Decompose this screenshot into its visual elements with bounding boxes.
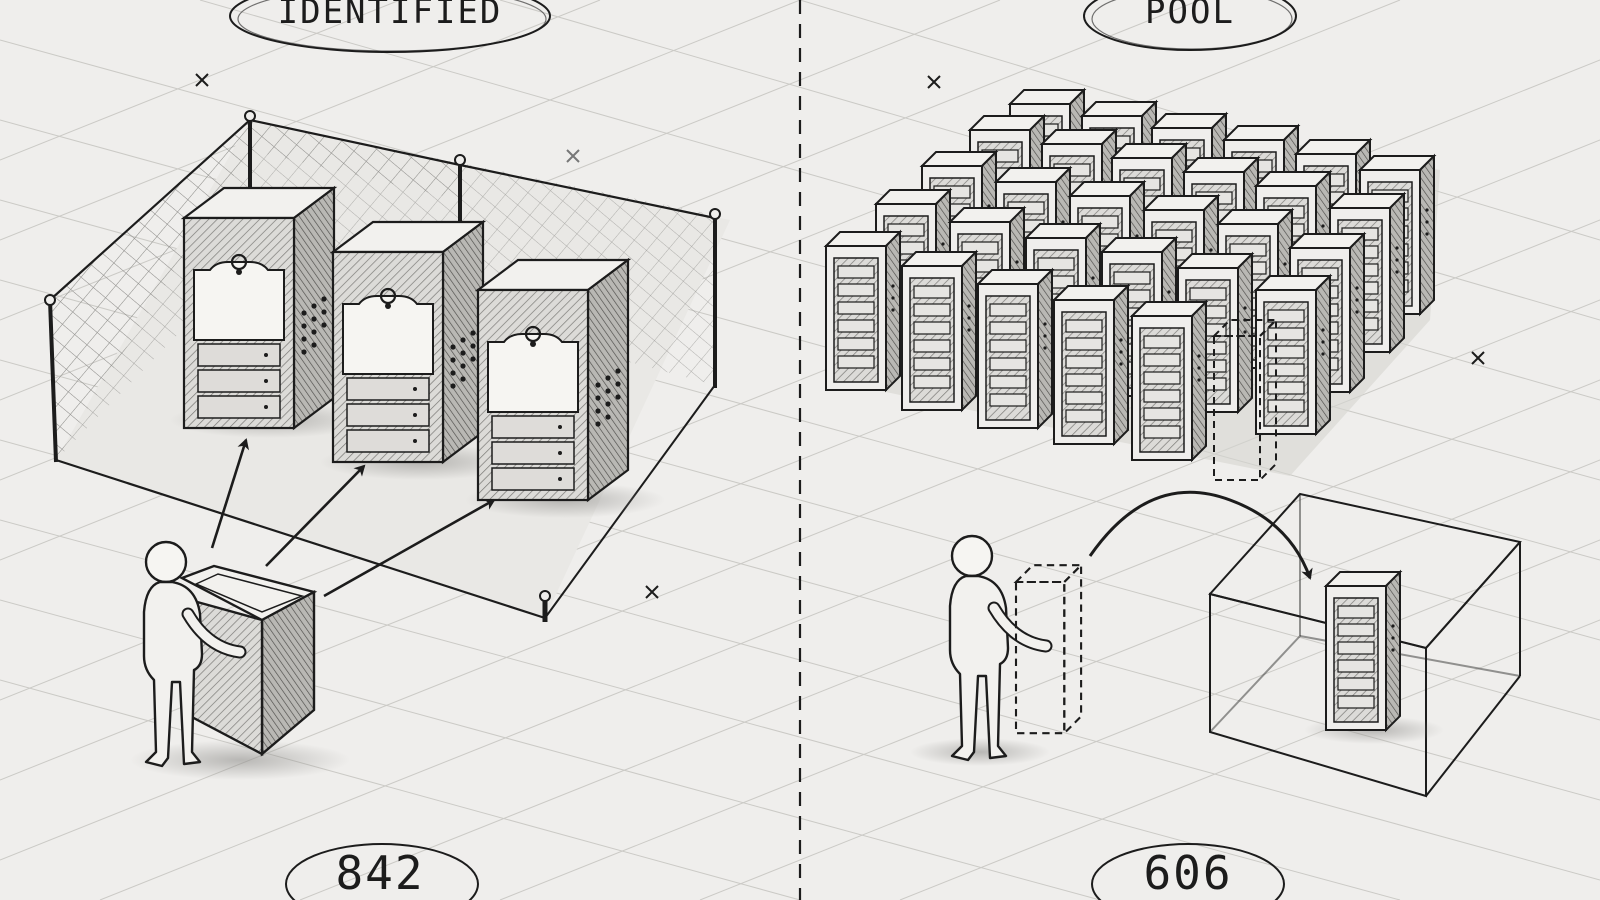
- person-icon: [950, 536, 1046, 760]
- arrow-icon: [210, 438, 496, 598]
- right-panel: [825, 89, 1522, 798]
- tagged-server-icon: [182, 186, 336, 430]
- right-count-ellipse: [1091, 843, 1285, 900]
- server-rack-icon: [825, 231, 901, 391]
- server-rack-icon: [1131, 301, 1207, 461]
- tagged-server-icon: [476, 258, 630, 502]
- terminal-desk-icon: [130, 564, 350, 780]
- left-title-ellipse: [229, 0, 551, 53]
- right-title-ellipse: [1083, 0, 1297, 51]
- tagged-server-icon: [331, 220, 485, 464]
- server-rack-icon: [1053, 285, 1129, 445]
- arrow-icon: [1088, 490, 1313, 580]
- left-panel-count: 842: [335, 846, 425, 900]
- server-rack-icon: [977, 269, 1053, 429]
- left-panel: [44, 110, 730, 780]
- right-panel-title: POOL: [1145, 0, 1235, 32]
- sketch-cross-marks: [195, 73, 1485, 599]
- server-rack-icon: [901, 251, 977, 411]
- left-count-ellipse: [285, 843, 479, 900]
- server-rack-icon: [1255, 275, 1331, 435]
- right-panel-count: 606: [1143, 846, 1233, 900]
- server-rack-icon: [1325, 571, 1401, 731]
- left-panel-title: IDENTIFIED: [277, 0, 503, 32]
